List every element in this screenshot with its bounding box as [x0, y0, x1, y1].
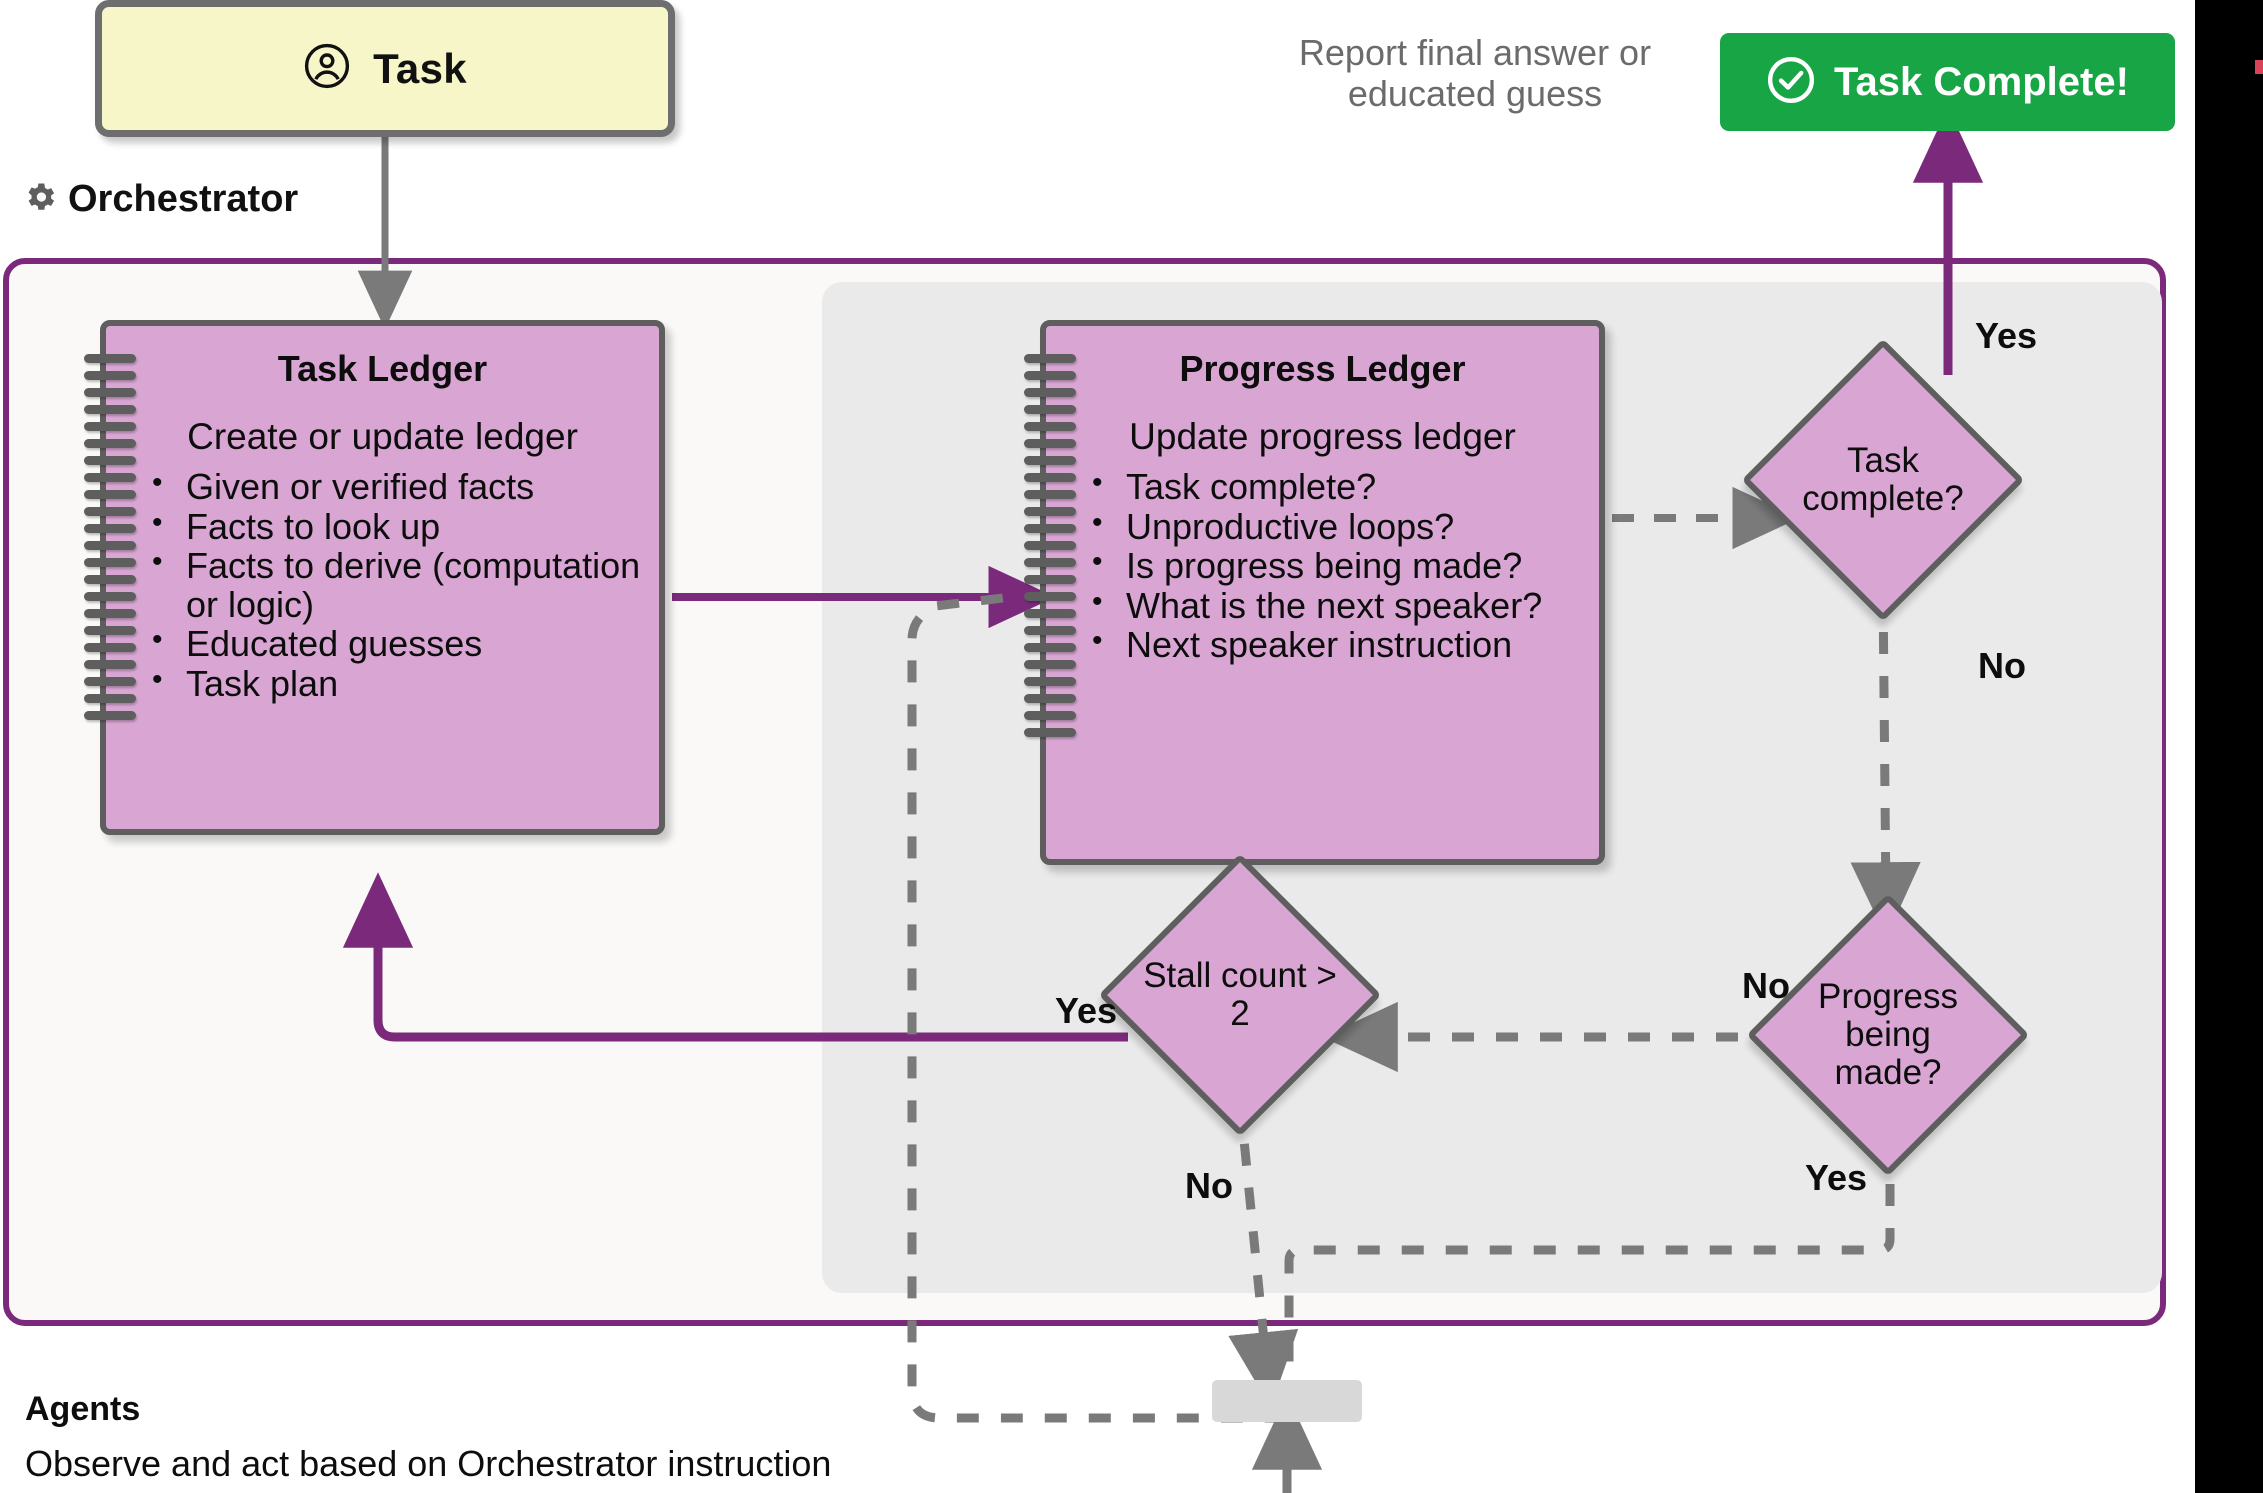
edge-label-task-complete-yes: Yes [1975, 315, 2038, 356]
progress-ledger-subtitle: Update progress ledger [1129, 416, 1516, 457]
decision-task-complete: Task complete? [1741, 338, 2025, 622]
gutter-marker [2255, 60, 2263, 74]
task-complete-badge-label: Task Complete! [1834, 59, 2129, 104]
task-complete-badge: Task Complete! [1720, 33, 2175, 131]
edge-label-task-complete-no: No [1978, 645, 2026, 686]
agents-subtitle: Observe and act based on Orchestrator in… [25, 1443, 832, 1484]
gear-icon [22, 179, 58, 220]
decision-task-complete-label: Task complete? [1802, 441, 1964, 518]
list-item: Is progress being made? [1092, 546, 1585, 586]
edge-label-stall-count-no: No [1185, 1165, 1233, 1206]
list-item: Task complete? [1092, 467, 1585, 507]
check-circle-icon [1766, 55, 1816, 110]
edge-label-progress-made-yes: Yes [1805, 1157, 1868, 1198]
list-item: Facts to look up [152, 507, 645, 547]
decision-stall-count-label: Stall count > 2 [1143, 956, 1337, 1033]
progress-ledger-list: Task complete? Unproductive loops? Is pr… [1046, 467, 1599, 665]
task-card-label: Task [373, 44, 467, 92]
user-circle-icon [303, 42, 351, 95]
orchestrator-label: Orchestrator [22, 178, 298, 221]
list-item: Task plan [152, 664, 645, 704]
progress-ledger-title: Progress Ledger [1179, 348, 1466, 389]
list-item: Given or verified facts [152, 467, 645, 507]
progress-ledger-card: Progress Ledger Update progress ledger T… [1024, 320, 1605, 865]
spiral-binding-icon [1024, 354, 1076, 843]
report-note: Report final answer or educated guess [1298, 32, 1652, 115]
spiral-binding-icon [84, 354, 136, 813]
list-item: Next speaker instruction [1092, 625, 1585, 665]
orchestrator-label-text: Orchestrator [68, 178, 299, 220]
decision-progress-made-label: Progress being made? [1817, 977, 1959, 1092]
list-item: Educated guesses [152, 624, 645, 664]
task-ledger-title: Task Ledger [277, 348, 488, 389]
task-ledger-list: Given or verified facts Facts to look up… [106, 467, 659, 704]
edge-label-progress-made-no: No [1742, 965, 1790, 1006]
list-item: Unproductive loops? [1092, 507, 1585, 547]
list-item: What is the next speaker? [1092, 586, 1585, 626]
decision-stall-count: Stall count > 2 [1098, 853, 1382, 1137]
right-gutter [2195, 0, 2263, 1493]
task-ledger-subtitle: Create or update ledger [187, 416, 578, 457]
agent-placeholder-bar [1212, 1380, 1362, 1422]
task-ledger-card: Task Ledger Create or update ledger Give… [84, 320, 665, 835]
decision-progress-made: Progress being made? [1746, 893, 2030, 1177]
task-card: Task [95, 0, 675, 137]
list-item: Facts to derive (computation or logic) [152, 546, 645, 624]
agents-title: Agents [25, 1390, 141, 1428]
edge-label-stall-count-yes: Yes [1055, 990, 1118, 1031]
